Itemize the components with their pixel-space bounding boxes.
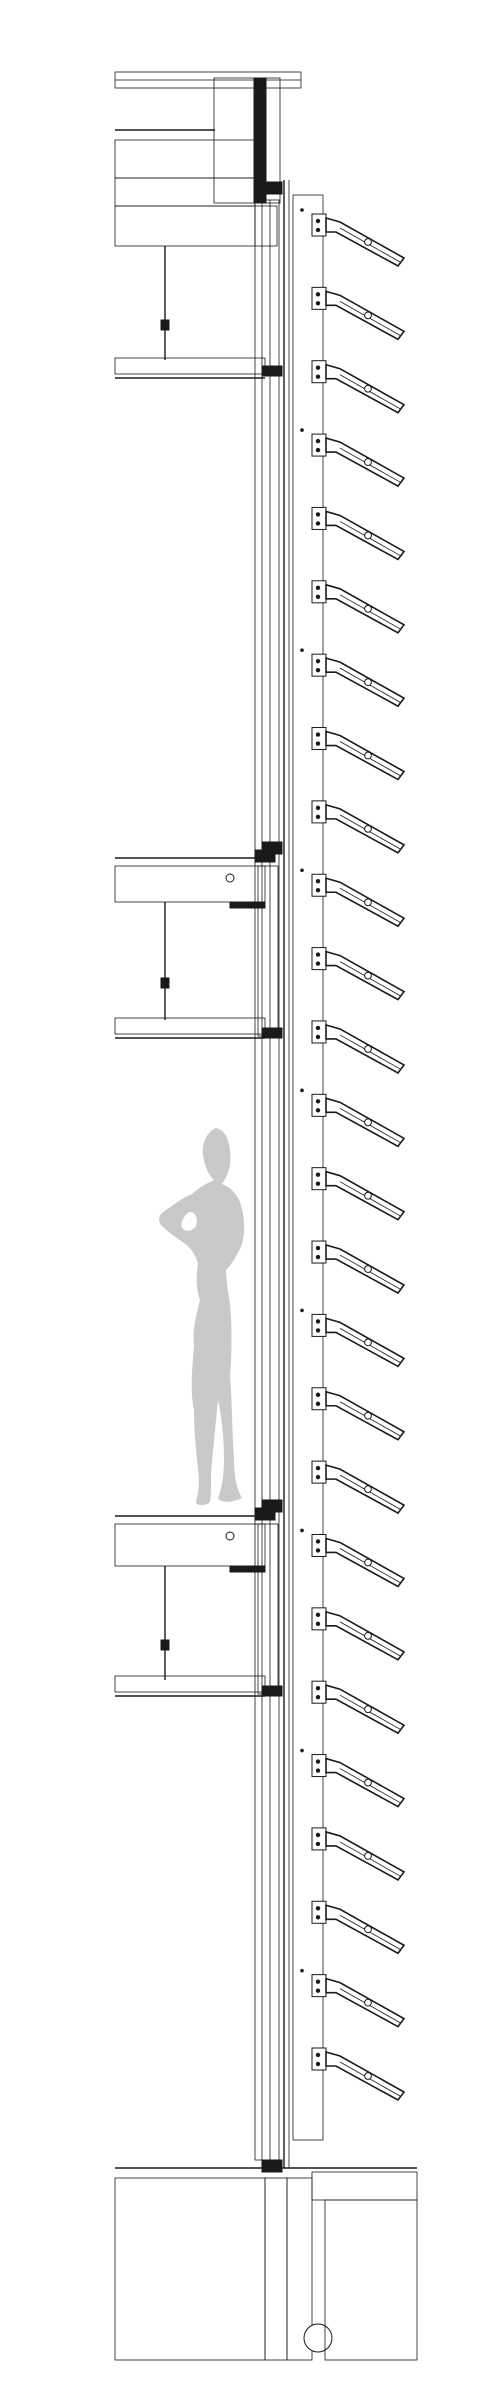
louver-blade [311, 1387, 406, 1441]
roof-assembly [114, 71, 302, 247]
suspended-ceiling [114, 1017, 266, 1035]
floor-slab [114, 1507, 279, 1695]
louver-blade [311, 1020, 406, 1074]
louver-blade [311, 947, 406, 1001]
louver-blade [311, 580, 406, 634]
suspended-ceiling [114, 1675, 266, 1693]
louver-blade [311, 1607, 406, 1661]
louver-blade [311, 1680, 406, 1735]
ceiling-hanger [160, 902, 170, 1020]
louver-blade [300, 428, 406, 488]
sunshade-louvers [300, 208, 406, 2102]
louver-blade [300, 1968, 406, 2028]
human-silhouette [159, 1128, 245, 1505]
curtain-wall-glazing [254, 180, 324, 2173]
louver-blade [300, 1748, 406, 1808]
louver-blade [311, 2047, 406, 2102]
louver-blade [300, 1088, 406, 1148]
ceiling-hanger [160, 246, 170, 360]
louver-blade [300, 1308, 406, 1368]
suspended-ceiling [114, 357, 266, 375]
louver-blade [311, 506, 406, 561]
louver-blade [300, 1528, 406, 1588]
louver-blade [311, 1460, 406, 1515]
louver-blade [300, 868, 406, 928]
louver-blade [311, 727, 406, 781]
ceiling-hanger [160, 1566, 170, 1680]
louver-blade [311, 1167, 406, 1221]
louver-blade [311, 1240, 406, 1295]
louver-blade [311, 1900, 406, 1955]
louver-blade [300, 208, 406, 268]
floor-slab [114, 849, 279, 1037]
louver-blade [311, 286, 406, 341]
louver-blade [311, 360, 406, 414]
louver-blade [300, 648, 406, 708]
ground-floor-foundation [114, 2167, 418, 2361]
louver-blade [311, 1827, 406, 1881]
louver-blade [311, 800, 406, 854]
